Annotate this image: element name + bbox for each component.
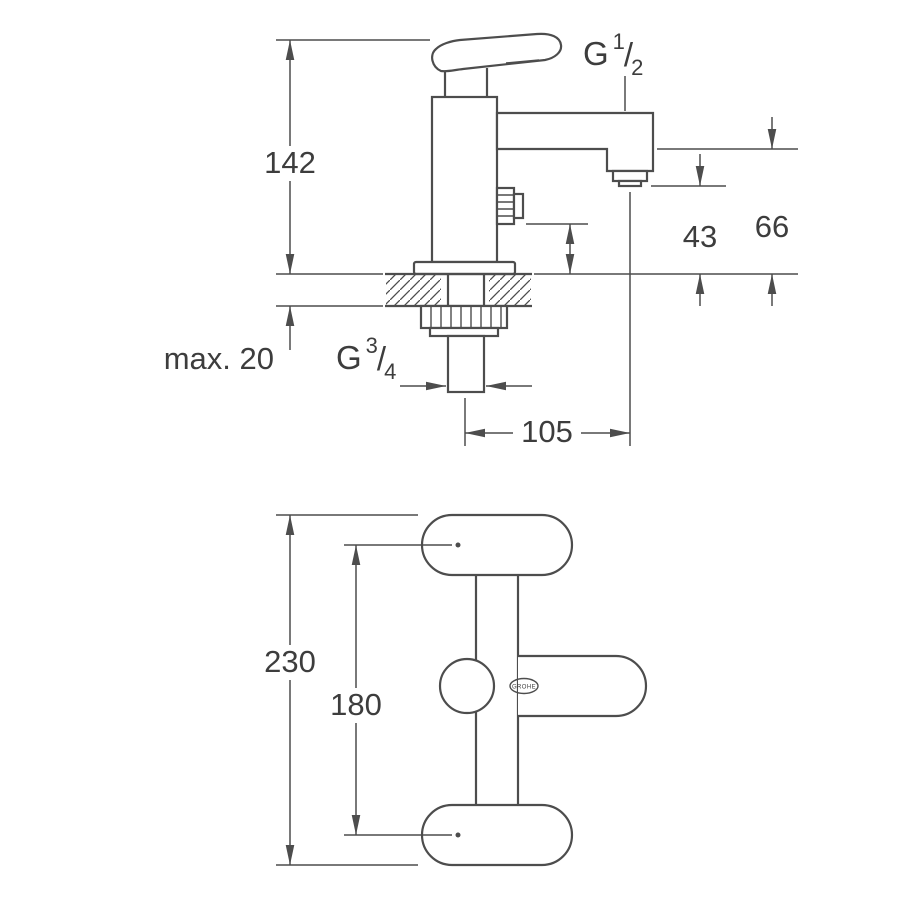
handle-lever (431, 32, 563, 73)
dim-180-label: 180 (330, 687, 382, 722)
dim-43-label: 43 (683, 219, 717, 254)
handle-bottom-center-mark (455, 832, 461, 838)
hose-connector-cap (512, 192, 525, 220)
hose-connector (495, 186, 516, 226)
dim-connector-height (526, 223, 588, 274)
spout-aerator-tip (617, 179, 643, 188)
deck-hatching-left (386, 275, 441, 305)
brand-logo-text: GROHE (512, 685, 536, 691)
dim-180: 180 (323, 544, 452, 836)
dim-max-20: max. 20 (164, 305, 383, 376)
threaded-shank (446, 334, 486, 394)
dim-max20-label: max. 20 (164, 341, 274, 376)
dim-105: 105 (464, 192, 631, 450)
dim-230-label: 230 (264, 644, 316, 679)
deck-hatching-right (489, 275, 531, 305)
base-flange (412, 260, 517, 276)
spout-aerator (611, 169, 649, 183)
outlet-arm (518, 654, 648, 718)
dim-230: 230 (257, 514, 418, 866)
locknut-knurling (430, 306, 502, 328)
dim-142-label: 142 (264, 145, 316, 180)
locknut (419, 304, 509, 330)
dim-142: 142 (257, 39, 430, 275)
dim-66-label: 66 (755, 209, 789, 244)
dim-66: 66 (755, 117, 789, 306)
washer (428, 326, 500, 338)
faucet-body (430, 95, 499, 264)
front-view: GROHE 230 180 (257, 513, 648, 867)
dim-105-label: 105 (521, 414, 573, 449)
handle-top-center-mark (455, 542, 461, 548)
brand-logo-oval (509, 677, 539, 695)
dim-43: 43 (683, 154, 717, 306)
spout-arm (495, 111, 655, 173)
control-knob-circle (438, 657, 496, 715)
lever-underside-line (505, 59, 540, 64)
